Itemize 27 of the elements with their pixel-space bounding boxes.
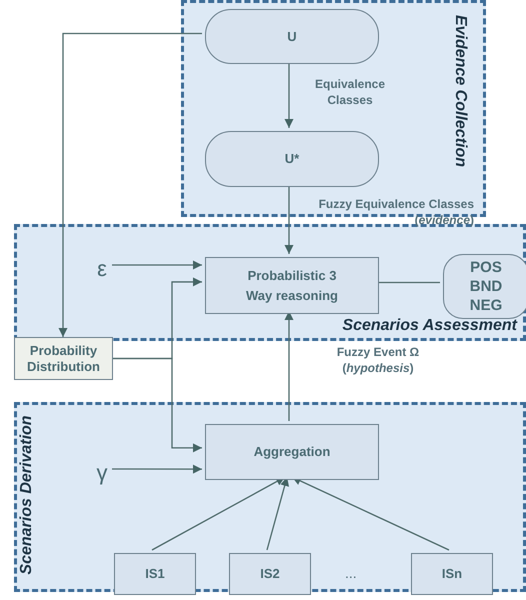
- arrow: [284, 61, 294, 128]
- region-title: Scenarios Assessment: [342, 316, 517, 336]
- symbol-label: γ: [89, 459, 115, 485]
- rounded-box: U*: [205, 131, 379, 187]
- ellipsis-label: ...: [345, 564, 357, 583]
- edge-label: Fuzzy Event Ω (hypothesis): [336, 344, 420, 376]
- arrow: [58, 32, 202, 337]
- process-box: IS1: [114, 553, 196, 595]
- symbol-label: ε: [89, 255, 115, 281]
- arrow: [112, 464, 202, 474]
- arrow: [284, 311, 294, 421]
- edge-label: Fuzzy Equivalence Classes (evidence): [318, 196, 474, 228]
- region-title: Evidence Collection: [451, 14, 470, 170]
- rounded-box: POS BND NEG: [443, 254, 526, 319]
- arrow: [284, 184, 294, 254]
- dashed-region: [181, 0, 486, 217]
- process-box: IS2: [229, 553, 311, 595]
- process-box: Probabilistic 3 Way reasoning: [205, 257, 379, 314]
- process-box: Aggregation: [205, 424, 379, 480]
- dashed-region: [14, 402, 526, 592]
- rounded-box: U: [205, 9, 379, 64]
- edge-label: Equivalence Classes: [314, 76, 386, 108]
- arrow: [112, 260, 202, 270]
- arrow: [113, 358, 202, 452]
- process-box: Probability Distribution: [14, 337, 113, 380]
- process-box: ISn: [411, 553, 493, 595]
- region-title: Scenarios Derivation: [17, 414, 36, 577]
